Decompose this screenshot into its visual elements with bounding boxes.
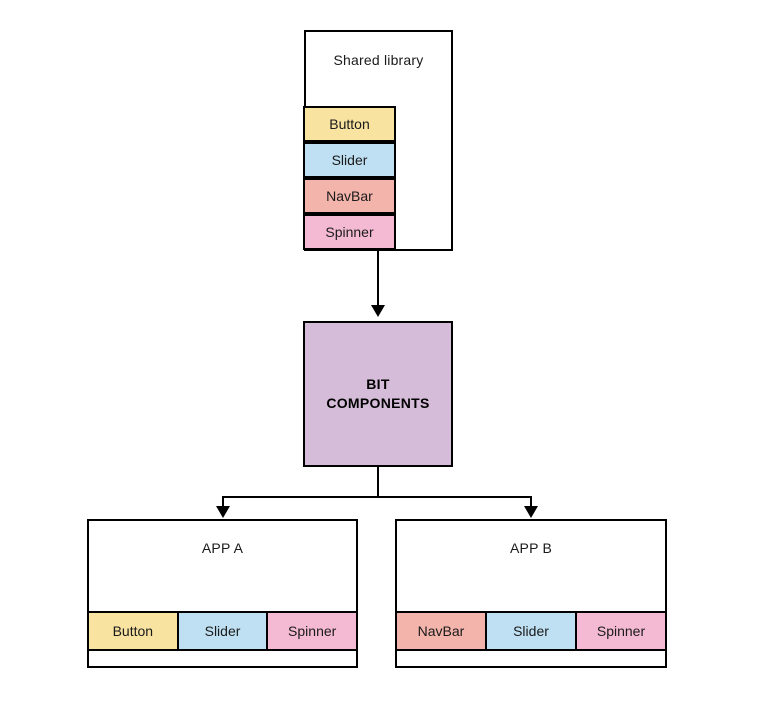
app-a-component-label: Spinner: [288, 623, 337, 639]
connector-bit-components-fork-bar: [222, 496, 532, 498]
app-b-component-label: Slider: [513, 623, 549, 639]
shared-library-item-slider[interactable]: Slider: [303, 142, 396, 178]
app-a-title: APP A: [201, 540, 244, 556]
arrow-down-icon: [371, 305, 385, 317]
shared-library-title: Shared library: [333, 52, 424, 68]
app-b-component-navbar[interactable]: NavBar: [395, 611, 487, 651]
app-a-component-label: Slider: [204, 623, 241, 639]
shared-library-item-button[interactable]: Button: [303, 106, 396, 142]
connector-shared-library-to-bit-components-stem: [377, 251, 379, 305]
arrow-down-icon: [216, 506, 230, 518]
shared-library-item-label: Button: [329, 116, 370, 132]
app-a-component-spinner[interactable]: Spinner: [266, 611, 359, 651]
app-b-component-slider[interactable]: Slider: [485, 611, 577, 651]
bit-components-label: BIT COMPONENTS: [326, 375, 429, 413]
app-a-component-slider[interactable]: Slider: [176, 611, 269, 651]
app-a-component-label: Button: [112, 623, 154, 639]
shared-library-item-label: Spinner: [325, 224, 374, 240]
bit-components-label-line1: BIT: [366, 376, 390, 392]
app-b-component-label: Spinner: [596, 623, 646, 639]
app-b-component-row: NavBar Slider Spinner: [395, 611, 667, 651]
app-a-box[interactable]: APP A Button Slider Spinner: [87, 519, 359, 668]
connector-bit-components-to-app-a-leg: [222, 496, 224, 512]
app-a-component-row: Button Slider Spinner: [87, 611, 359, 651]
app-b-box[interactable]: APP B NavBar Slider Spinner: [395, 519, 667, 668]
app-a-component-button[interactable]: Button: [87, 611, 179, 651]
bit-components-label-line2: COMPONENTS: [326, 395, 430, 411]
app-b-component-label: NavBar: [417, 623, 465, 639]
app-b-component-spinner[interactable]: Spinner: [575, 611, 667, 651]
shared-library-item-navbar[interactable]: NavBar: [303, 178, 396, 214]
shared-library-item-spinner[interactable]: Spinner: [303, 214, 396, 250]
shared-library-item-label: Slider: [331, 152, 368, 168]
app-b-title: APP B: [510, 540, 552, 556]
shared-library-item-label: NavBar: [326, 188, 373, 204]
bit-components-box[interactable]: BIT COMPONENTS: [303, 321, 453, 467]
connector-bit-components-to-app-b-leg: [530, 496, 532, 512]
arrow-down-icon: [524, 506, 538, 518]
connector-bit-components-fork-stem: [377, 467, 379, 498]
